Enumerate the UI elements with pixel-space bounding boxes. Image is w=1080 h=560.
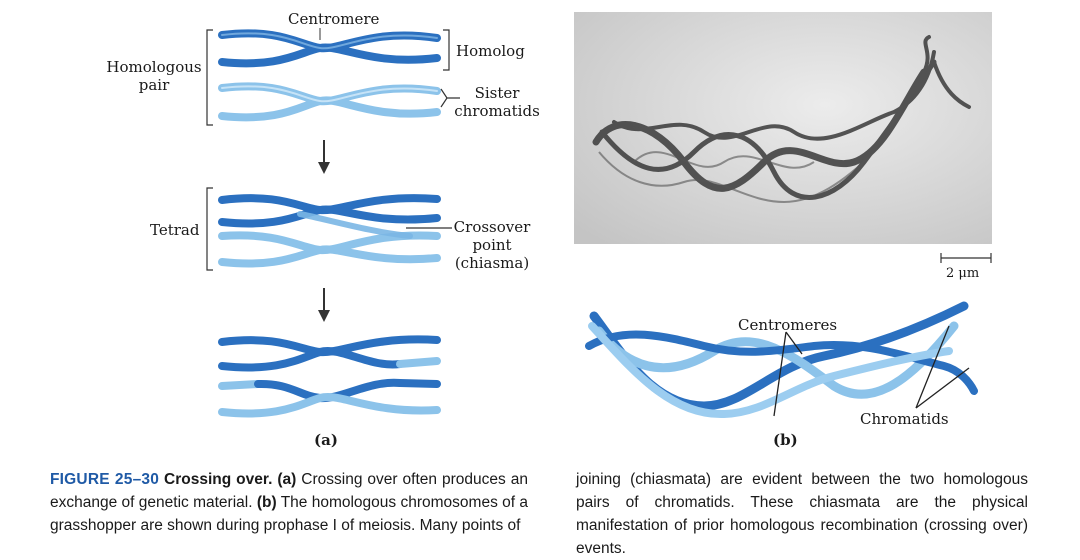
caption-a-text: Crossing over often produces an exchange… [50,471,528,511]
chromatids-label: Chromatids [860,410,949,428]
down-arrow-icon [318,288,330,322]
panel-a-label: (a) [314,431,338,449]
figure-b-diagram [585,301,978,419]
caption-left: FIGURE 25–30 Crossing over. (a) Crossing… [50,468,528,537]
figure-a-diagram [206,28,460,418]
crossover-label: Crossover point (chiasma) [452,218,532,272]
caption-title: Crossing over. [164,471,273,488]
down-arrow-icon [318,140,330,174]
homologous-pair-bracket [206,29,213,126]
homolog-dark [218,29,441,68]
homolog-label: Homolog [456,42,525,60]
centromeres-label: Centromeres [738,316,838,334]
recombined-chromatids [218,335,441,418]
centromere-label: Centromere [288,10,380,28]
sister-line2: chromatids [454,102,540,120]
homologous-pair-label: Homologous pair [104,58,204,94]
micrograph-image [574,12,992,244]
tetrad-label: Tetrad [150,221,200,239]
caption-b-text: The homologous chromosomes of a grasshop… [50,494,528,534]
crossover-line2: point [472,236,512,254]
homolog-bracket [443,29,450,71]
scale-bar [940,253,992,263]
tetrad-bracket [206,187,213,271]
caption-b-marker: (b) [256,494,277,511]
caption-right: joining (chiasmata) are evident between … [576,471,1028,557]
figure-number: FIGURE 25–30 [50,471,160,488]
tetrad-chromatids [218,194,441,268]
sister-chromatids-label: Sister chromatids [452,84,542,120]
sister-line1: Sister [474,84,520,102]
caption-a-marker: (a) [277,471,297,488]
panel-b-label: (b) [773,431,798,449]
homologous-pair-line1: Homologous [106,58,202,76]
crossover-line1: Crossover [453,218,531,236]
sister-pointer [440,88,460,108]
scale-label: 2 μm [946,266,980,281]
homologous-pair-line2: pair [138,76,170,94]
homolog-light [218,82,441,122]
crossover-line3: (chiasma) [454,254,530,272]
